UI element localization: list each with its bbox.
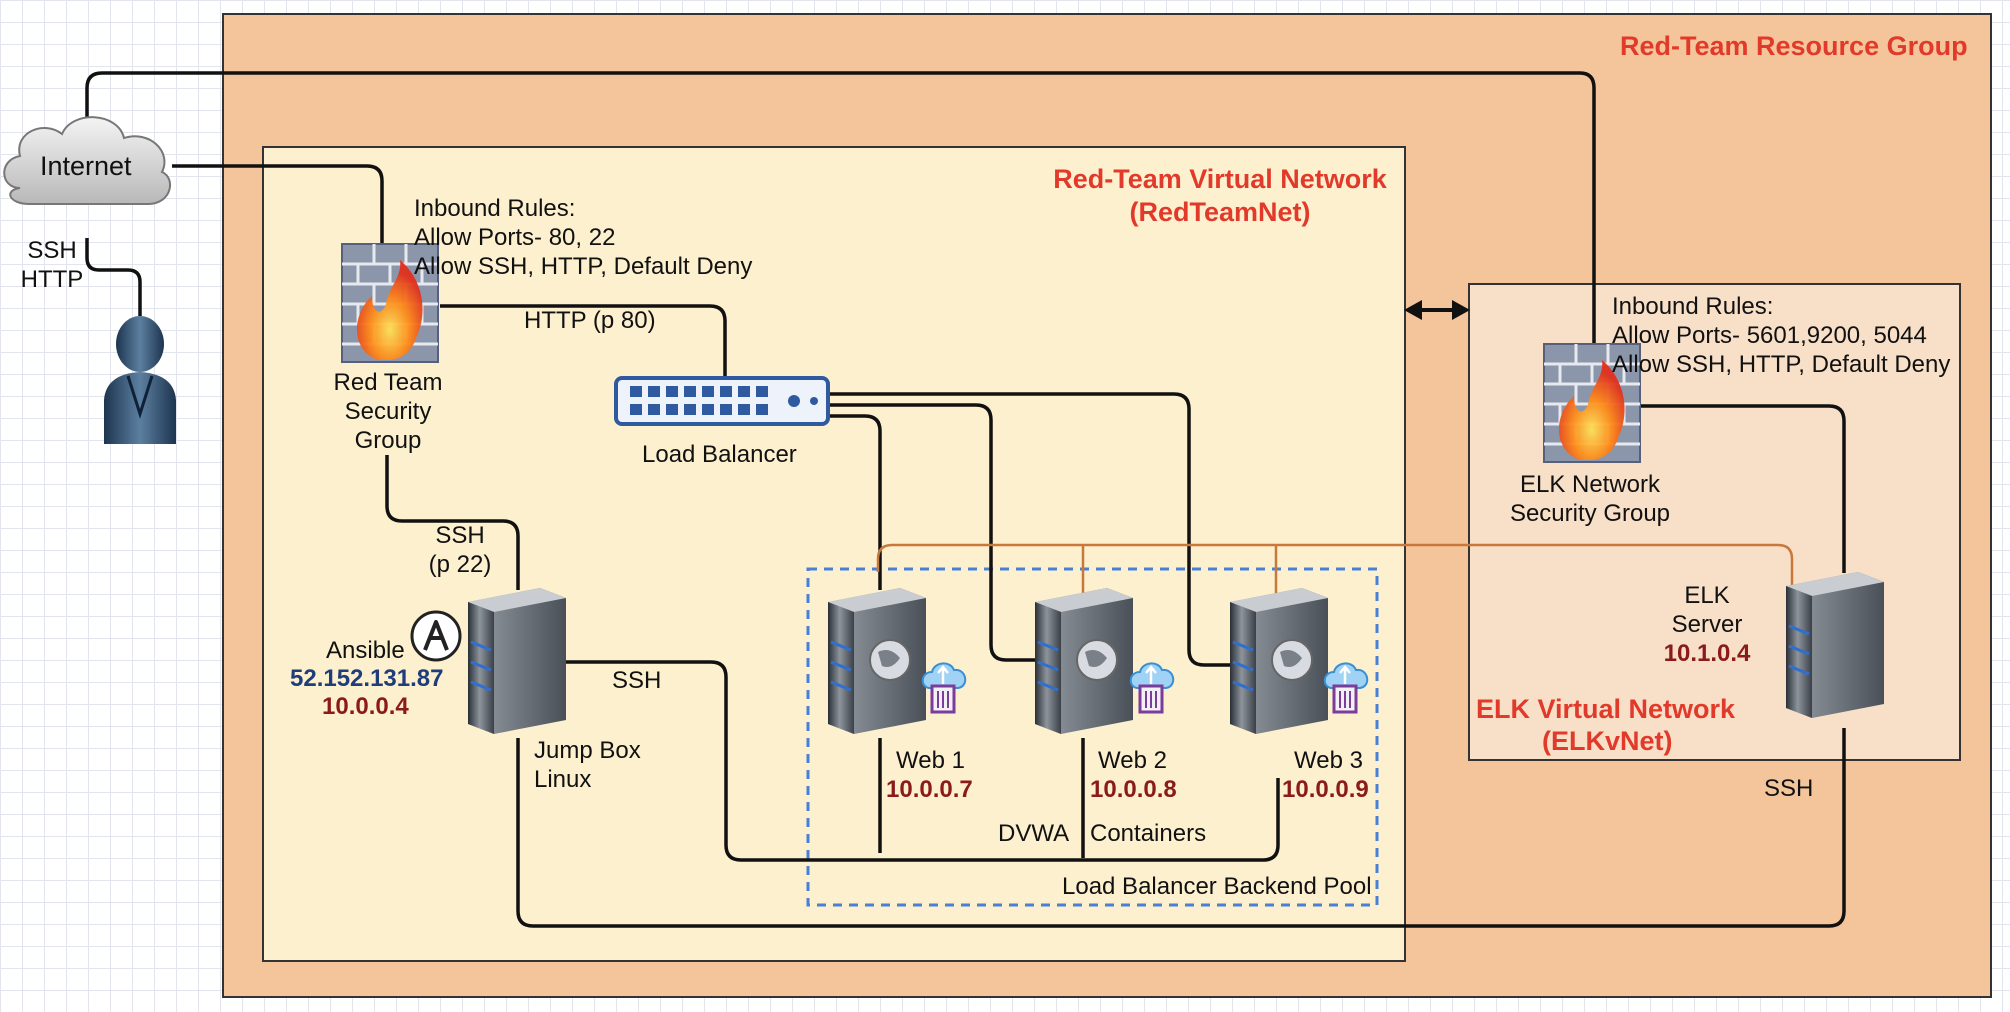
ansible-label: Ansible bbox=[326, 637, 405, 664]
container-icon-web2 bbox=[1129, 662, 1175, 714]
ansible-to-elk-link bbox=[876, 543, 1802, 598]
elk-nsg-rules-title: Inbound Rules: bbox=[1612, 293, 1774, 320]
container-icon-web1 bbox=[921, 662, 967, 714]
firewall-icon bbox=[341, 243, 439, 363]
internet-label: Internet bbox=[40, 151, 132, 181]
jumpbox-name: Jump Box Linux bbox=[534, 736, 641, 794]
container-icon-web3 bbox=[1323, 662, 1369, 714]
red-nsg-rules: Inbound Rules: Allow Ports- 80, 22 Allow… bbox=[414, 194, 752, 281]
jumpbox-public-ip: 52.152.131.87 bbox=[290, 665, 444, 692]
internet-protocols: SSH HTTP bbox=[20, 236, 84, 294]
elk-vnet-title-line1: ELK Virtual Network bbox=[1476, 694, 1736, 724]
web1-name: Web 1 bbox=[896, 747, 965, 774]
jumpbox-private-ip: 10.0.0.4 bbox=[322, 693, 409, 720]
internet-to-user-link bbox=[85, 238, 142, 316]
elk-vnet-title-line2: (ELKvNet) bbox=[1542, 726, 1673, 756]
jumpbox-ssh-label: SSH bbox=[612, 667, 662, 694]
internet-ssh-label: SSH bbox=[27, 237, 77, 264]
elk-server-name-line1: ELK bbox=[1684, 582, 1730, 609]
lb-to-web3-link bbox=[828, 392, 1230, 667]
internet-to-red-nsg-link bbox=[172, 164, 384, 262]
red-nsg-name-line3: Group bbox=[354, 427, 422, 454]
elk-nsg-name-line1: ELK Network bbox=[1519, 471, 1661, 498]
load-balancer-icon bbox=[614, 376, 830, 426]
elk-nsg-rules: Inbound Rules: Allow Ports- 5601,9200, 5… bbox=[1612, 292, 1950, 379]
red-nsg-name-line1: Red Team bbox=[333, 369, 443, 396]
red-nsg-name-line2: Security bbox=[344, 398, 432, 425]
elk-nsg-name: ELK Network Security Group bbox=[1490, 470, 1690, 528]
cloud-icon bbox=[3, 116, 171, 205]
red-nsg-rules-title: Inbound Rules: bbox=[414, 195, 576, 222]
containers-label: Containers bbox=[1090, 820, 1207, 847]
ssh-p22-label: SSH (p 22) bbox=[420, 521, 500, 579]
web3-server-icon bbox=[1230, 588, 1328, 734]
elk-nsg-rules-allow: Allow SSH, HTTP, Default Deny bbox=[1612, 351, 1951, 378]
elk-firewall-icon bbox=[1543, 343, 1641, 463]
internet-to-elk-link bbox=[85, 71, 1596, 379]
red-vnet-title-line1: Red-Team Virtual Network bbox=[1053, 164, 1387, 194]
lb-to-web2-link bbox=[828, 403, 1035, 662]
jumpbox-name-line2: Linux bbox=[534, 766, 592, 793]
red-vnet-box bbox=[262, 146, 1406, 962]
resource-group-title: Red-Team Resource Group bbox=[1620, 31, 1968, 61]
nsg-to-lb-link bbox=[440, 304, 727, 380]
elk-server-ip: 10.1.0.4 bbox=[1663, 640, 1751, 667]
web2-ip: 10.0.0.8 bbox=[1090, 776, 1177, 803]
red-nsg-rules-ports: Allow Ports- 80, 22 bbox=[414, 224, 616, 251]
jump-box-server-icon bbox=[468, 588, 566, 734]
vnet-peering-arrow bbox=[1404, 300, 1470, 320]
red-vnet-title-line2: (RedTeamNet) bbox=[1129, 197, 1311, 227]
backend-pool-box bbox=[806, 567, 1379, 907]
elk-server-icon bbox=[1786, 572, 1884, 718]
elk-nsg-to-server-link bbox=[1640, 404, 1846, 573]
web3-name: Web 3 bbox=[1294, 747, 1363, 774]
ssh-p22-line1: SSH bbox=[435, 522, 485, 549]
red-nsg-rules-allow: Allow SSH, HTTP, Default Deny bbox=[414, 253, 753, 280]
user-icon bbox=[104, 316, 176, 444]
elk-nsg-rules-ports: Allow Ports- 5601,9200, 5044 bbox=[1612, 322, 1927, 349]
web1-server-icon bbox=[828, 588, 926, 734]
web3-ip: 10.0.0.9 bbox=[1282, 776, 1369, 803]
red-nsg-name: Red Team Security Group bbox=[318, 368, 458, 455]
elk-server-name: ELK Server 10.1.0.4 bbox=[1652, 581, 1762, 668]
elk-nsg-name-line2: Security Group bbox=[1509, 500, 1671, 527]
jumpbox-to-elk-link bbox=[516, 728, 1846, 928]
elk-ssh-label: SSH bbox=[1764, 775, 1814, 802]
web2-name: Web 2 bbox=[1098, 747, 1167, 774]
load-balancer-label: Load Balancer bbox=[642, 441, 797, 468]
jumpbox-to-containers-link bbox=[566, 660, 1280, 862]
web2-server-icon bbox=[1035, 588, 1133, 734]
ssh-p22-line2: (p 22) bbox=[428, 551, 492, 578]
elk-server-name-line2: Server bbox=[1671, 611, 1743, 638]
lb-to-web1-link bbox=[828, 414, 882, 590]
red-vnet-title: Red-Team Virtual Network (RedTeamNet) bbox=[1040, 163, 1400, 229]
dvwa-label: DVWA bbox=[998, 820, 1070, 847]
jumpbox-name-line1: Jump Box bbox=[534, 737, 641, 764]
backend-pool-label: Load Balancer Backend Pool bbox=[1062, 873, 1372, 900]
ansible-icon bbox=[410, 610, 462, 662]
nsg-to-jumpbox-link bbox=[385, 455, 520, 590]
web1-ip: 10.0.0.7 bbox=[886, 776, 973, 803]
http-p80-label: HTTP (p 80) bbox=[524, 307, 656, 334]
internet-http-label: HTTP bbox=[20, 266, 84, 293]
